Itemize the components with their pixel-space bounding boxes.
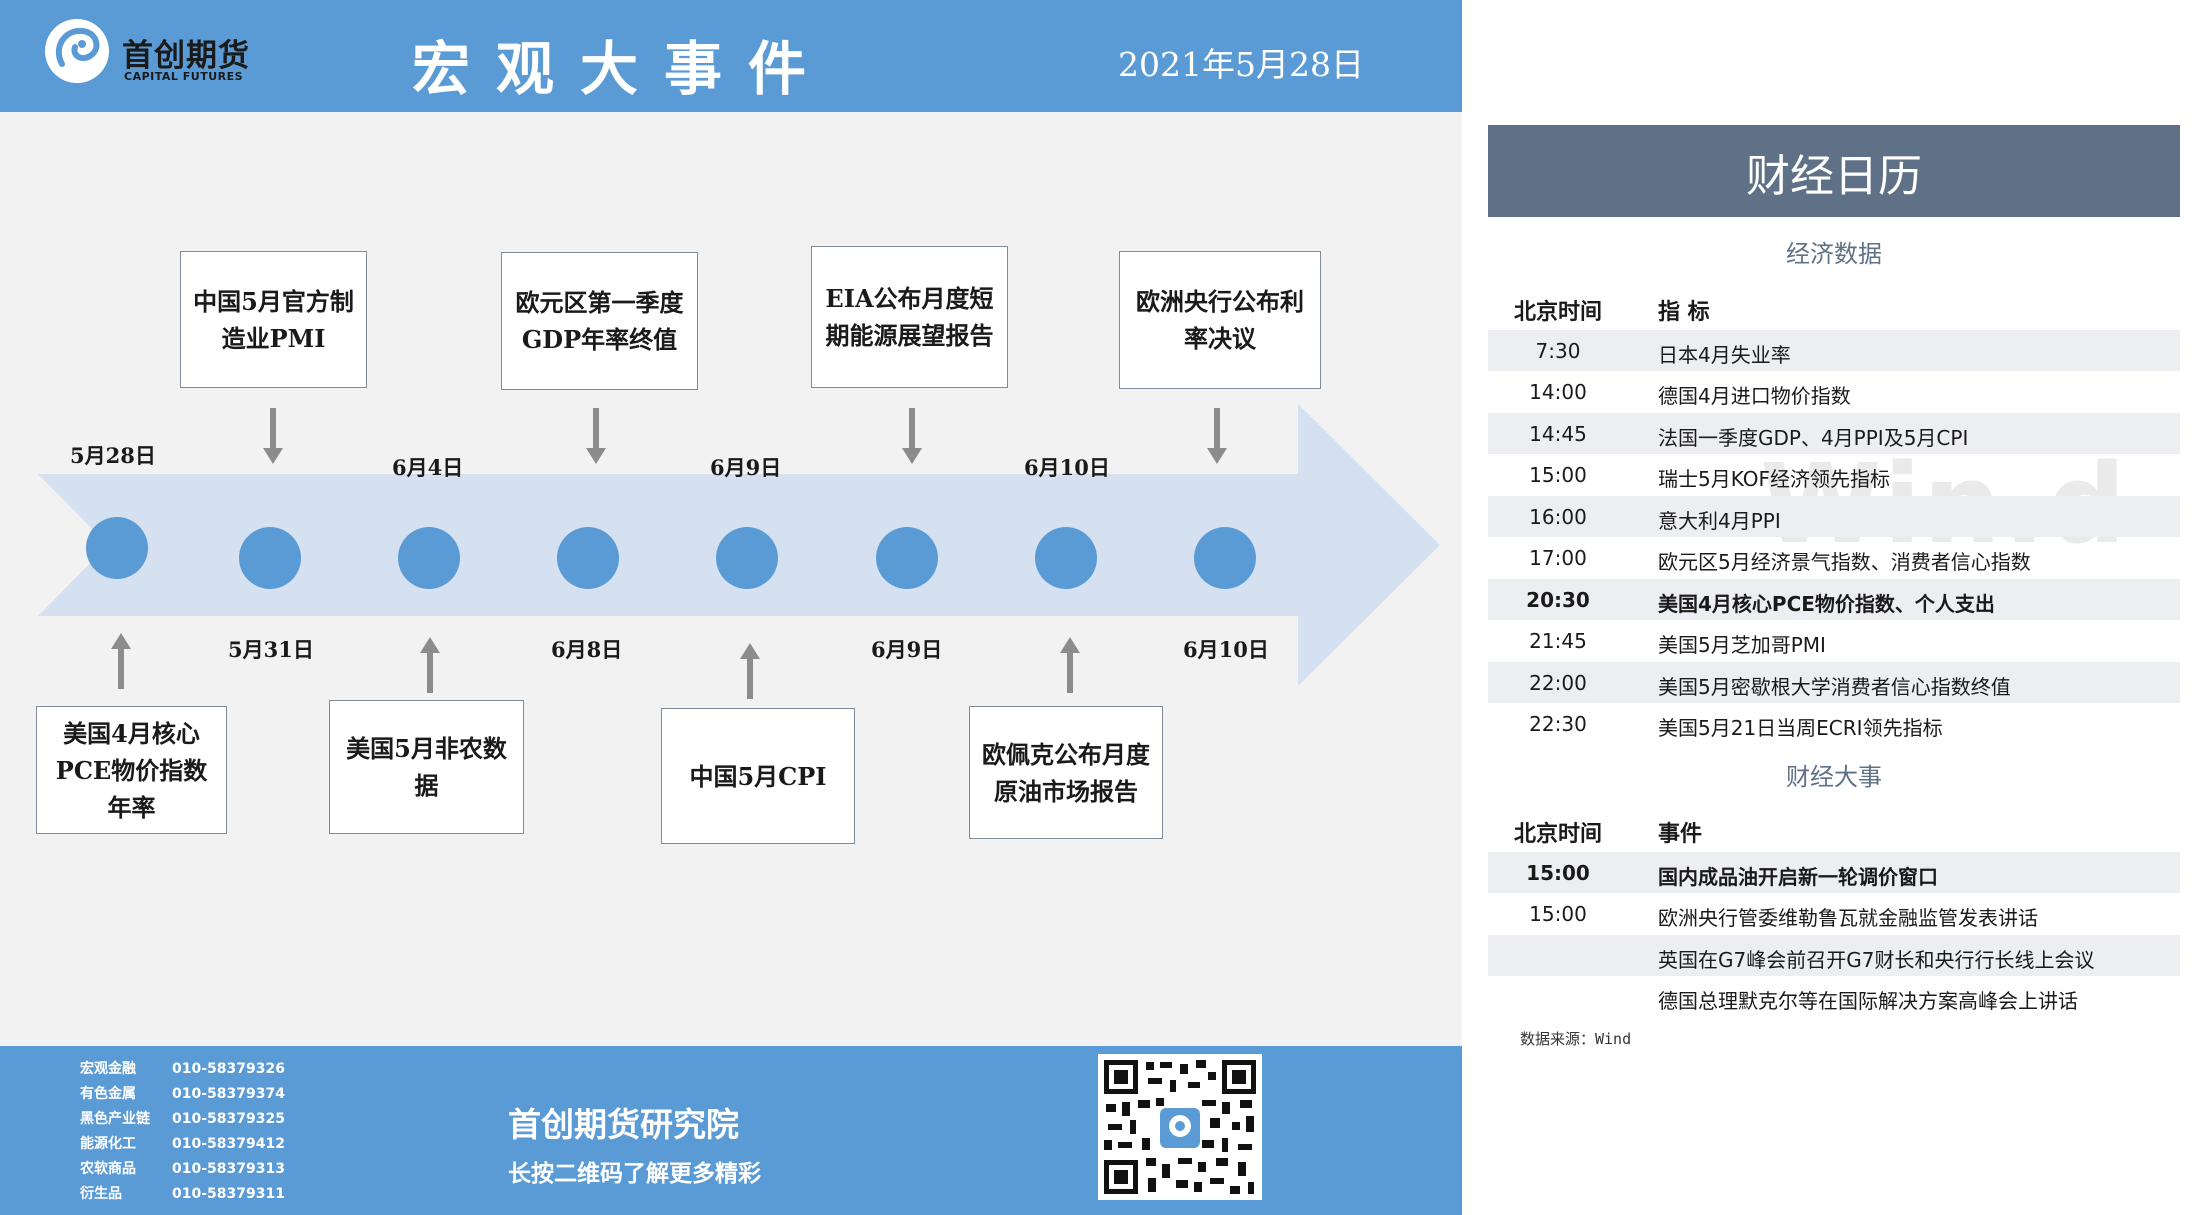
table-header: 北京时间 指 标: [1513, 300, 1710, 325]
logo-subtext: CAPITAL FUTURES: [124, 70, 244, 83]
timeline-node: [86, 517, 148, 579]
arrow-up-icon: [1060, 637, 1080, 693]
timeline-node: [1035, 527, 1097, 589]
event-box: 欧洲央行公布利率决议: [1119, 251, 1321, 389]
date-label: 5月28日: [70, 443, 156, 468]
report-date: 2021年5月28日: [1118, 45, 1364, 84]
section-title-econ: 经济数据: [1786, 240, 1882, 268]
date-label: 6月9日: [710, 455, 782, 480]
date-label: 5月31日: [228, 637, 314, 662]
event-box: 美国5月非农数据: [329, 700, 524, 834]
arrow-down-icon: [1207, 408, 1227, 464]
logo-icon: [45, 19, 109, 83]
arrow-up-icon: [740, 643, 760, 699]
timeline-node: [557, 527, 619, 589]
arrow-down-icon: [263, 408, 283, 464]
arrow-up-icon: [420, 637, 440, 693]
footer-org-name: 首创期货研究院: [508, 1105, 739, 1144]
data-source-note: 数据来源：Wind: [1520, 1030, 1632, 1048]
footer-slogan: 长按二维码了解更多精彩: [508, 1161, 761, 1187]
section-title-events: 财经大事: [1786, 763, 1882, 791]
event-box: EIA公布月度短期能源展望报告: [811, 246, 1008, 388]
calendar-header: [1488, 125, 2180, 217]
header-bar: [0, 0, 1462, 112]
date-label: 6月10日: [1183, 637, 1269, 662]
date-label: 6月8日: [551, 637, 623, 662]
logo-text: 首创期货: [122, 38, 250, 74]
timeline-node: [876, 527, 938, 589]
table-row: 英国在G7峰会前召开G7财长和央行行长线上会议: [1488, 935, 2180, 976]
arrow-up-icon: [111, 633, 131, 689]
event-box: 中国5月CPI: [661, 708, 855, 844]
date-label: 6月10日: [1024, 455, 1110, 480]
event-box: 欧佩克公布月度原油市场报告: [969, 706, 1163, 839]
arrow-down-icon: [902, 408, 922, 464]
table-header: 北京时间 事件: [1513, 822, 1703, 847]
timeline-node: [239, 527, 301, 589]
date-label: 6月4日: [392, 455, 464, 480]
page-title: 宏观大事件: [412, 35, 833, 103]
date-label: 6月9日: [871, 637, 943, 662]
arrow-down-icon: [586, 408, 606, 464]
timeline-node: [1194, 527, 1256, 589]
qr-code-icon[interactable]: [1098, 1054, 1262, 1200]
timeline-node: [398, 527, 460, 589]
timeline-node: [716, 527, 778, 589]
table-row: 德国总理默克尔等在国际解决方案高峰会上讲话: [1658, 989, 2078, 1013]
event-box: 欧元区第一季度GDP年率终值: [501, 252, 698, 390]
event-box: 中国5月官方制造业PMI: [180, 251, 367, 388]
event-box: 美国4月核心PCE物价指数年率: [36, 706, 227, 834]
calendar-title: 财经日历: [1746, 151, 1922, 202]
